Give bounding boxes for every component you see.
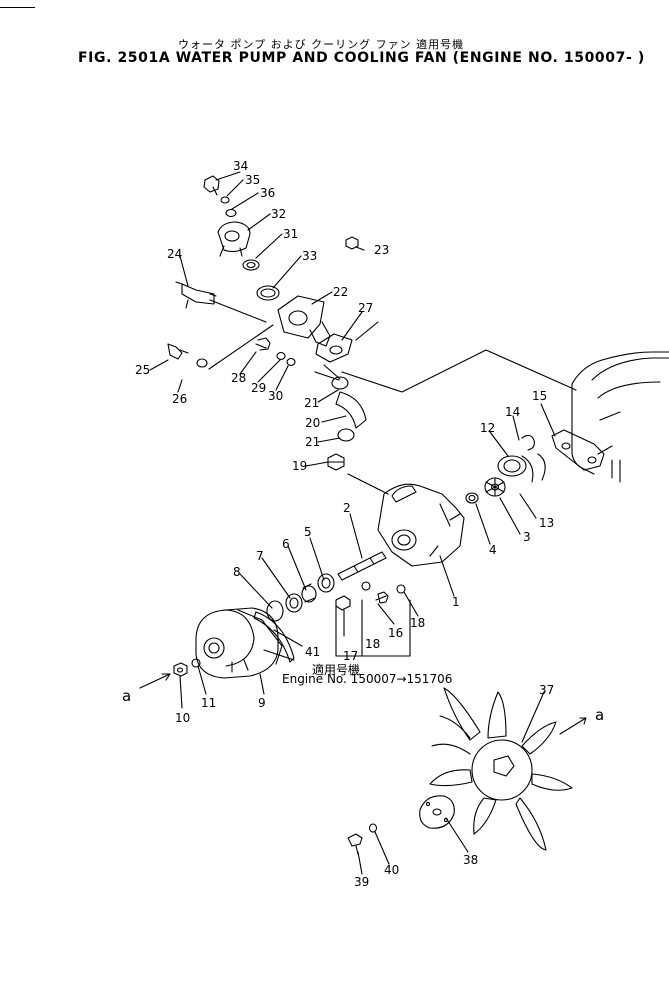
callout-15: 15 — [532, 389, 547, 403]
ring-8 — [266, 600, 284, 622]
callout-3: 3 — [523, 530, 531, 544]
callout-35: 35 — [245, 173, 260, 187]
thermostat-housing-22 — [277, 295, 331, 347]
gasket-33 — [256, 285, 280, 301]
callout-26: 26 — [172, 392, 187, 406]
bolt-28 — [255, 337, 271, 351]
callout-4: 4 — [489, 543, 497, 557]
callout-17: 17 — [343, 649, 358, 663]
callout-16: 16 — [388, 626, 403, 640]
bearing-5 — [317, 573, 335, 593]
nut-10 — [173, 662, 188, 677]
hose-20 — [335, 391, 367, 429]
callout-27: 27 — [358, 301, 373, 315]
callout-a-left: a — [122, 687, 131, 705]
bolt-39 — [347, 833, 363, 855]
water-pump-body-1 — [347, 473, 465, 567]
callout-9: 9 — [258, 696, 266, 710]
callout-41: 41 — [305, 645, 320, 659]
washer-40 — [368, 823, 378, 833]
note-applicability-jp: 適用号機 — [312, 662, 360, 677]
callout-25: 25 — [135, 363, 150, 377]
callout-10: 10 — [175, 711, 190, 725]
figure-title: FIG. 2501A WATER PUMP AND COOLING FAN (E… — [78, 50, 645, 66]
clamp-21-top — [331, 376, 349, 390]
washer-26 — [196, 358, 208, 368]
callout-38: 38 — [463, 853, 478, 867]
thermostat-31 — [242, 259, 260, 271]
sensor-25 — [167, 343, 189, 360]
impeller-3 — [484, 477, 506, 497]
callout-12: 12 — [480, 421, 495, 435]
water-temp-gauge-24 — [175, 281, 217, 309]
bearing-7 — [285, 593, 303, 613]
callout-21-bottom: 21 — [305, 435, 320, 449]
bolt-19 — [327, 453, 345, 471]
callout-32: 32 — [271, 207, 286, 221]
callout-a-right: a — [595, 706, 604, 724]
bracket-15 — [551, 429, 605, 471]
callout-11: 11 — [201, 696, 216, 710]
callout-36: 36 — [260, 186, 275, 200]
bolt-16 — [375, 591, 389, 604]
callout-23: 23 — [374, 243, 389, 257]
note-engine-range: Engine No. 150007→151706 — [282, 672, 452, 686]
callout-39: 39 — [354, 875, 369, 889]
header-rule — [0, 7, 35, 8]
clamp-21-bottom — [337, 428, 355, 442]
callout-31: 31 — [283, 227, 298, 241]
callout-30: 30 — [268, 389, 283, 403]
callout-19: 19 — [292, 459, 307, 473]
snap-ring-14 — [521, 434, 546, 481]
callout-40: 40 — [384, 863, 399, 877]
thermostat-cover-32 — [217, 221, 251, 257]
washer-18-b — [396, 584, 406, 594]
callout-1: 1 — [452, 595, 460, 609]
callout-28: 28 — [231, 371, 246, 385]
cooling-fan-37 — [429, 687, 587, 851]
callout-13: 13 — [539, 516, 554, 530]
callout-21-top: 21 — [304, 396, 319, 410]
callout-7: 7 — [256, 549, 264, 563]
callout-5: 5 — [304, 525, 312, 539]
washer-11 — [191, 658, 201, 668]
shaft-2 — [337, 551, 387, 581]
washer-29 — [276, 351, 286, 361]
belt-41 — [253, 611, 295, 663]
callout-37: 37 — [539, 683, 554, 697]
callout-33: 33 — [302, 249, 317, 263]
engine-block-outline — [571, 351, 669, 483]
washer-36 — [225, 208, 237, 218]
seal-12-13 — [497, 455, 534, 483]
spacer-6 — [301, 583, 317, 603]
washer-30 — [286, 357, 296, 367]
callout-14: 14 — [505, 405, 520, 419]
washer-18-a — [361, 581, 371, 591]
callout-24: 24 — [167, 247, 182, 261]
thermostat-bolt-34 — [203, 175, 220, 196]
bolt-23 — [345, 236, 359, 250]
bolt-17 — [335, 595, 351, 637]
callout-6: 6 — [282, 537, 290, 551]
callout-29: 29 — [251, 381, 266, 395]
callout-22: 22 — [333, 285, 348, 299]
seal-4 — [465, 492, 479, 504]
japanese-title: ウォータ ポンプ および クーリング ファン 適用号機 — [178, 38, 465, 51]
callout-8: 8 — [233, 565, 241, 579]
callout-2: 2 — [343, 501, 351, 515]
callout-20: 20 — [305, 416, 320, 430]
callout-34: 34 — [233, 159, 248, 173]
gasket-27 — [315, 333, 353, 363]
callout-18-right: 18 — [410, 616, 425, 630]
washer-35 — [220, 196, 230, 204]
callout-18-left: 18 — [365, 637, 380, 651]
